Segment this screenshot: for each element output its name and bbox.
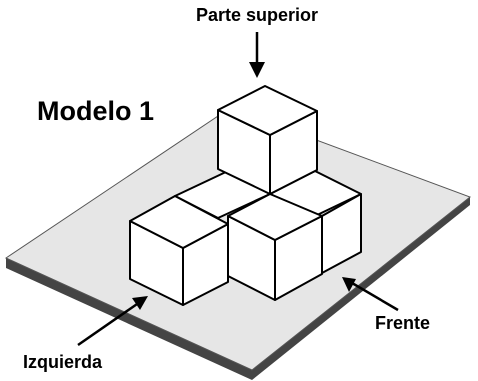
cube-top-top-face — [217, 85, 318, 136]
arrow-top — [249, 32, 265, 78]
cube-group — [129, 85, 362, 306]
label-left: Izquierda — [23, 352, 103, 372]
cube-front-right — [227, 193, 323, 301]
arrow-left — [77, 296, 148, 347]
cube-top-stack — [217, 85, 318, 195]
label-top: Parte superior — [196, 5, 318, 25]
cube-front-right-top-face — [227, 193, 323, 241]
model-title: Modelo 1 — [37, 96, 154, 126]
label-front: Frente — [375, 313, 430, 333]
arrow-front — [342, 277, 399, 312]
